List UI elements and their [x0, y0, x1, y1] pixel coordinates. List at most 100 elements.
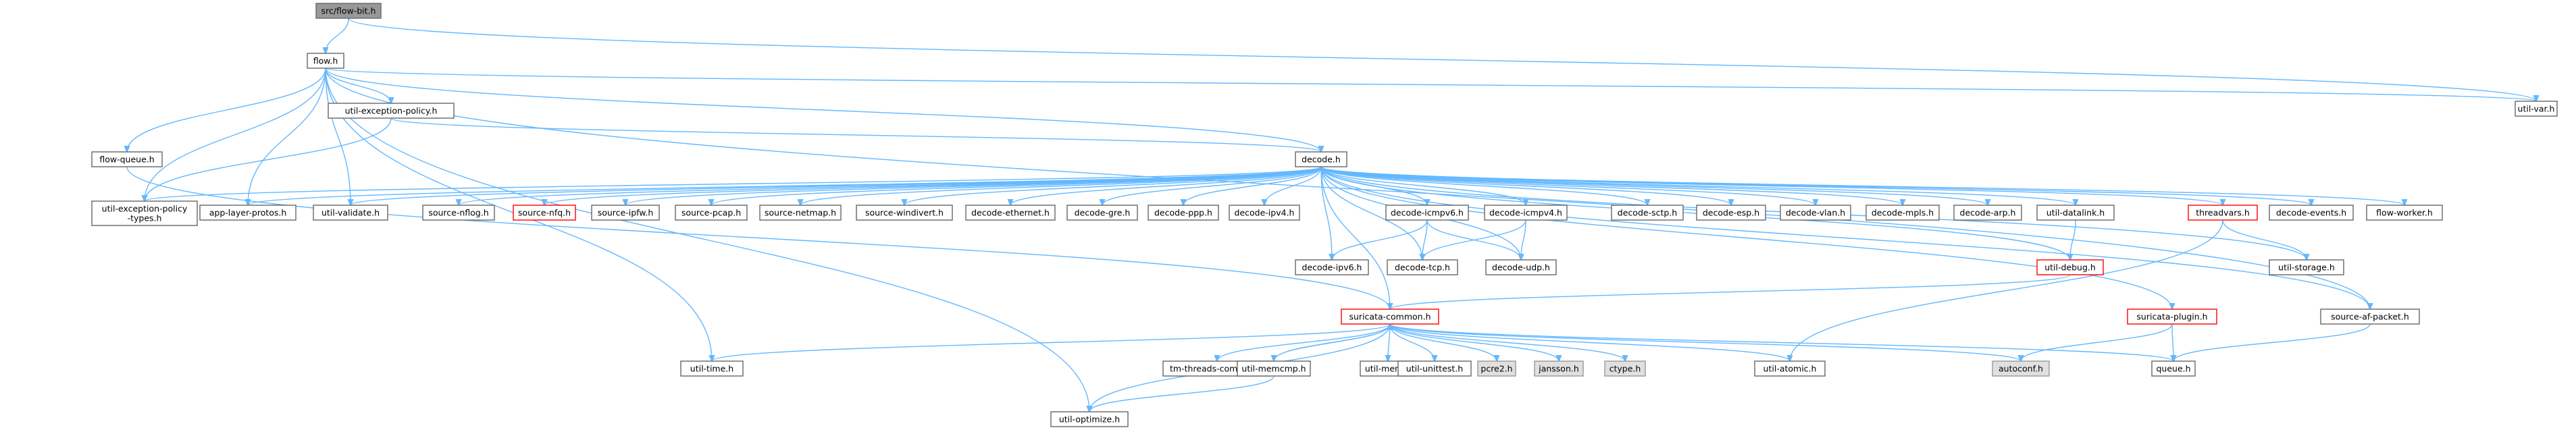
node-app-layer-protos[interactable]: app-layer-protos.h — [199, 205, 297, 221]
node-autoconf[interactable]: autoconf.h — [1992, 360, 2050, 377]
node-label: ctype.h — [1609, 364, 1641, 374]
node-box — [2269, 259, 2344, 275]
node-threadvars[interactable]: threadvars.h — [2188, 205, 2258, 221]
edge-suricata-common-to-pcre2 — [1389, 323, 1497, 361]
node-box — [1953, 205, 2022, 221]
node-label: source-nflog.h — [428, 208, 488, 218]
edge-util-memcmp-to-suricata-common — [1273, 324, 1390, 362]
node-flow[interactable]: flow.h — [307, 53, 344, 69]
edge-decode-to-util-exception-policy-types — [145, 166, 1322, 201]
node-pcre2[interactable]: pcre2.h — [1477, 360, 1516, 377]
node-decode-events[interactable]: decode-events.h — [2269, 205, 2354, 221]
node-util-time[interactable]: util-time.h — [680, 360, 744, 377]
node-box — [1611, 205, 1684, 221]
node-source-pcap[interactable]: source-pcap.h — [675, 205, 748, 221]
node-label: util-exception-policy.h — [345, 106, 438, 116]
node-box — [1485, 259, 1557, 275]
edge-decode-to-decode-ipv4 — [1264, 166, 1322, 205]
node-box — [1484, 205, 1568, 221]
node-util-unittest[interactable]: util-unittest.h — [1397, 360, 1472, 377]
node-label: suricata-plugin.h — [2136, 312, 2207, 322]
node-util-atomic[interactable]: util-atomic.h — [1754, 360, 1826, 377]
node-suricata-common[interactable]: suricata-common.h — [1341, 308, 1439, 325]
edge-decode-to-decode-mpls — [1320, 166, 1903, 205]
node-source-nflog[interactable]: source-nflog.h — [422, 205, 495, 221]
edge-suricata-plugin-to-queue — [2172, 323, 2173, 361]
node-label: source-windivert.h — [865, 208, 944, 218]
node-decode[interactable]: decode.h — [1295, 151, 1347, 167]
node-util-var[interactable]: util-var.h — [2515, 101, 2558, 117]
node-decode-udp[interactable]: decode-udp.h — [1485, 259, 1557, 275]
node-util-debug[interactable]: util-debug.h — [2036, 259, 2104, 275]
node-decode-icmpv6[interactable]: decode-icmpv6.h — [1385, 205, 1469, 221]
edge-util-memcmp-to-util-optimize — [1089, 375, 1274, 412]
node-decode-sctp[interactable]: decode-sctp.h — [1611, 205, 1684, 221]
node-source-netmap[interactable]: source-netmap.h — [759, 205, 842, 221]
node-box — [1992, 360, 2050, 377]
node-flow-worker[interactable]: flow-worker.h — [2366, 205, 2443, 221]
edge-suricata-common-to-jansson — [1389, 323, 1559, 361]
node-decode-ppp[interactable]: decode-ppp.h — [1148, 205, 1219, 221]
edge-decode-to-source-af-packet — [1320, 166, 2370, 309]
node-util-storage[interactable]: util-storage.h — [2269, 259, 2344, 275]
node-box — [2151, 360, 2196, 377]
node-label: pcre2.h — [1480, 364, 1512, 374]
node-util-memcmp[interactable]: util-memcmp.h — [1237, 360, 1311, 377]
edge-decode-to-source-windivert — [904, 166, 1322, 205]
node-label: decode.h — [1302, 155, 1341, 165]
node-label: source-pcap.h — [681, 208, 741, 218]
node-box — [1341, 308, 1439, 325]
node-util-datalink[interactable]: util-datalink.h — [2036, 205, 2115, 221]
node-util-validate[interactable]: util-validate.h — [313, 205, 388, 221]
node-label: decode-vlan.h — [1786, 208, 1845, 218]
node-label: util-validate.h — [321, 208, 380, 218]
node-label: src/flow-bit.h — [321, 6, 376, 16]
node-label: flow-queue.h — [99, 155, 154, 165]
node-util-optimize[interactable]: util-optimize.h — [1050, 411, 1129, 427]
node-box — [2036, 205, 2115, 221]
node-decode-vlan[interactable]: decode-vlan.h — [1780, 205, 1851, 221]
node-label: decode-esp.h — [1703, 208, 1759, 218]
node-box — [1229, 205, 1300, 221]
node-box — [759, 205, 842, 221]
node-util-exception-policy-types[interactable]: util-exception-policy-types.h — [91, 200, 198, 226]
node-decode-arp[interactable]: decode-arp.h — [1953, 205, 2022, 221]
edge-decode-to-util-datalink — [1320, 166, 2076, 205]
node-decode-esp[interactable]: decode-esp.h — [1696, 205, 1766, 221]
node-jansson[interactable]: jansson.h — [1534, 360, 1584, 377]
node-box — [2036, 259, 2104, 275]
edge-flow-to-app-layer-protos — [248, 68, 326, 205]
node-util-exception-policy[interactable]: util-exception-policy.h — [328, 103, 455, 119]
edge-decode-to-decode-ppp — [1183, 166, 1322, 205]
node-flow-bit[interactable]: src/flow-bit.h — [315, 3, 382, 19]
node-source-windivert[interactable]: source-windivert.h — [856, 205, 953, 221]
edge-threadvars-to-util-storage — [2222, 219, 2307, 260]
node-box — [856, 205, 953, 221]
edge-decode-icmpv4-to-decode-udp — [1521, 219, 1526, 260]
node-decode-ipv6[interactable]: decode-ipv6.h — [1295, 259, 1369, 275]
node-ctype[interactable]: ctype.h — [1604, 360, 1646, 377]
node-box — [1754, 360, 1826, 377]
node-suricata-plugin[interactable]: suricata-plugin.h — [2127, 308, 2217, 325]
node-box — [315, 3, 382, 19]
node-decode-icmpv4[interactable]: decode-icmpv4.h — [1484, 205, 1568, 221]
node-decode-mpls[interactable]: decode-mpls.h — [1865, 205, 1940, 221]
node-decode-gre[interactable]: decode-gre.h — [1066, 205, 1138, 221]
edge-decode-icmpv6-to-decode-ipv6 — [1332, 219, 1428, 260]
node-box — [1385, 205, 1469, 221]
node-box — [313, 205, 388, 221]
edge-decode-to-decode-arp — [1320, 166, 1988, 205]
node-decode-ipv4[interactable]: decode-ipv4.h — [1229, 205, 1300, 221]
node-queue[interactable]: queue.h — [2151, 360, 2196, 377]
node-decode-tcp[interactable]: decode-tcp.h — [1387, 259, 1458, 275]
node-source-nfq[interactable]: source-nfq.h — [513, 205, 576, 221]
edge-flow-to-flow-queue — [127, 68, 326, 152]
node-box — [91, 200, 198, 226]
node-source-af-packet[interactable]: source-af-packet.h — [2320, 308, 2420, 325]
node-label: util-optimize.h — [1059, 414, 1120, 425]
node-source-ipfw[interactable]: source-ipfw.h — [591, 205, 660, 221]
node-label: util-memcmp.h — [1241, 364, 1306, 374]
node-decode-ethernet[interactable]: decode-ethernet.h — [965, 205, 1056, 221]
node-label: util-var.h — [2518, 104, 2555, 114]
node-flow-queue[interactable]: flow-queue.h — [91, 151, 163, 167]
